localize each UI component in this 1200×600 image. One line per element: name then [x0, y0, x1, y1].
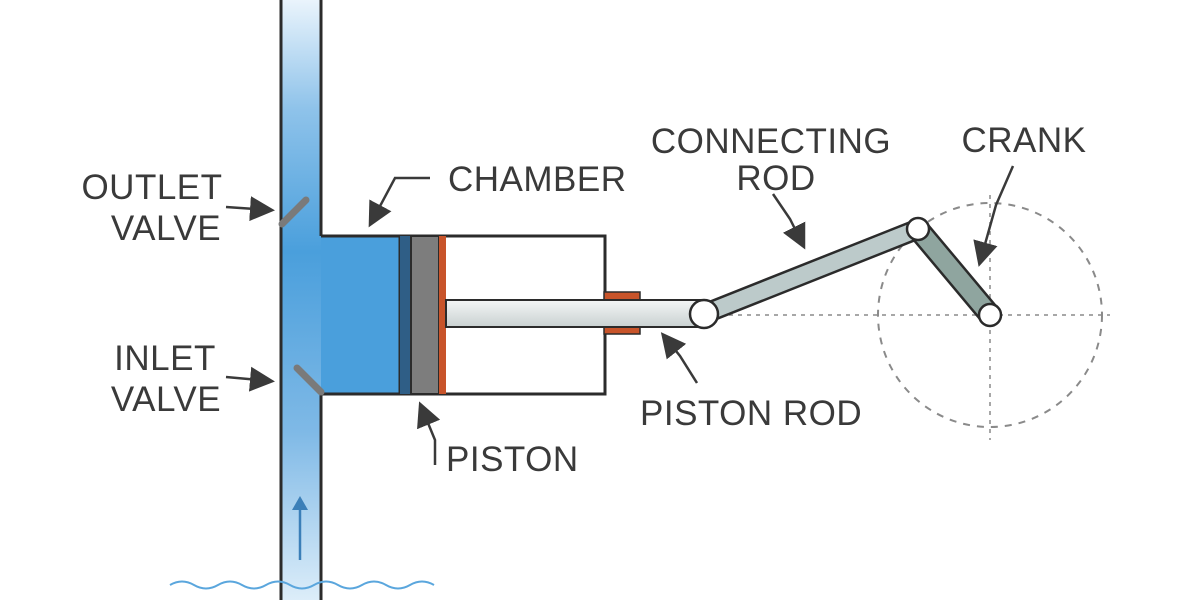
connecting-rod: [693, 218, 929, 325]
inlet-valve-flap: [293, 364, 325, 396]
inlet-valve-label-line2: VALVE: [111, 380, 221, 419]
crosshead-pin: [688, 298, 720, 330]
piston-rod: [445, 291, 705, 335]
chamber-water: [321, 234, 400, 396]
inlet-valve-label: INLET: [114, 339, 216, 378]
flow-arrow-icon: [292, 496, 308, 560]
outlet-valve-flap: [278, 196, 310, 228]
leader-lines: [225, 165, 1015, 465]
outlet-valve-label-line2: VALVE: [111, 209, 221, 248]
piston-label: PISTON: [446, 440, 579, 479]
chamber-label: CHAMBER: [448, 160, 627, 199]
water-surface: [169, 580, 435, 590]
connecting-rod-label: CONNECTING: [651, 122, 891, 161]
crank-circle-guide: [720, 195, 1110, 440]
outlet-valve-label: OUTLET: [81, 168, 222, 207]
crank-label: CRANK: [961, 121, 1086, 160]
crankshaft-pin: [977, 302, 1003, 328]
piston-rod-label: PISTON ROD: [640, 394, 862, 433]
connecting-rod-label-line2: ROD: [736, 159, 815, 198]
crank: [906, 217, 1002, 327]
crank-pin: [905, 216, 931, 242]
piston: [400, 235, 446, 395]
